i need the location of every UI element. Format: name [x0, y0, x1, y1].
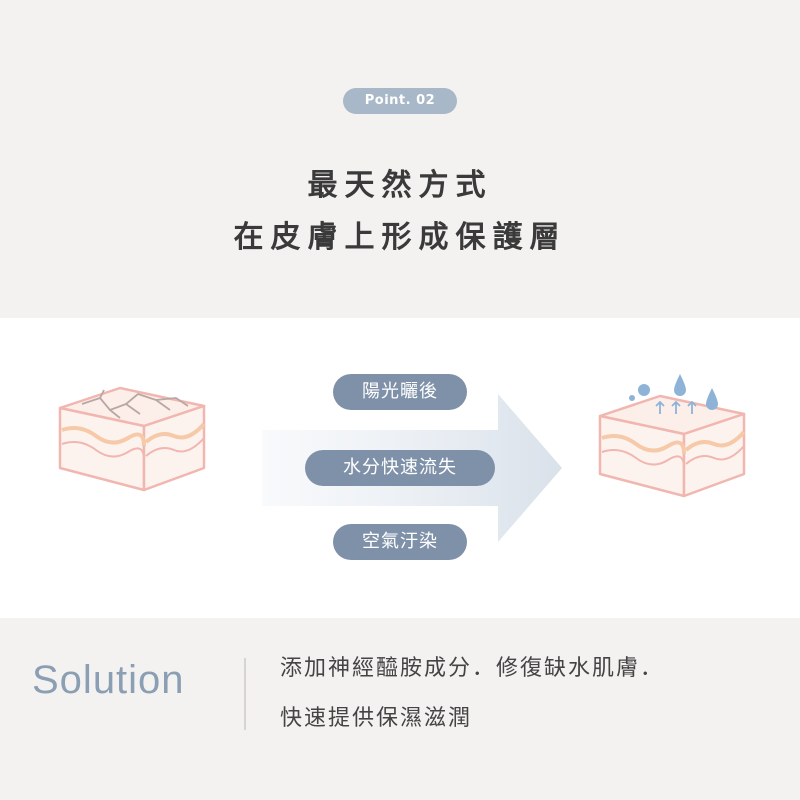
cause-pill-sun: 陽光曬後 [333, 374, 467, 410]
solution-text-line-1: 添加神經醯胺成分．修復缺水肌膚． [280, 656, 665, 681]
cause-pill-water-loss: 水分快速流失 [305, 450, 495, 486]
dry-skin-cube-icon [58, 386, 206, 492]
solution-label: Solution [32, 658, 185, 702]
water-drops-icon [629, 374, 718, 410]
headline-line-1: 最天然方式 [307, 168, 493, 203]
hydrated-skin-cube-icon [598, 394, 746, 498]
solution-section: Solution 添加神經醯胺成分．修復缺水肌膚． 快速提供保濕滋潤 [0, 618, 800, 774]
illustration-panel: 陽光曬後 水分快速流失 空氣汙染 [0, 318, 800, 618]
cause-pill-pollution: 空氣汙染 [333, 524, 467, 560]
header-section: Point. 02 最天然方式 在皮膚上形成保護層 [0, 0, 800, 318]
solution-divider [244, 658, 246, 730]
point-badge: Point. 02 [343, 88, 457, 114]
headline-line-2: 在皮膚上形成保護層 [233, 220, 567, 255]
solution-text-line-2: 快速提供保濕滋潤 [280, 706, 473, 731]
illustration-svg [58, 374, 746, 542]
footer-strip [0, 774, 800, 800]
evaporation-arrows-icon [655, 400, 697, 414]
